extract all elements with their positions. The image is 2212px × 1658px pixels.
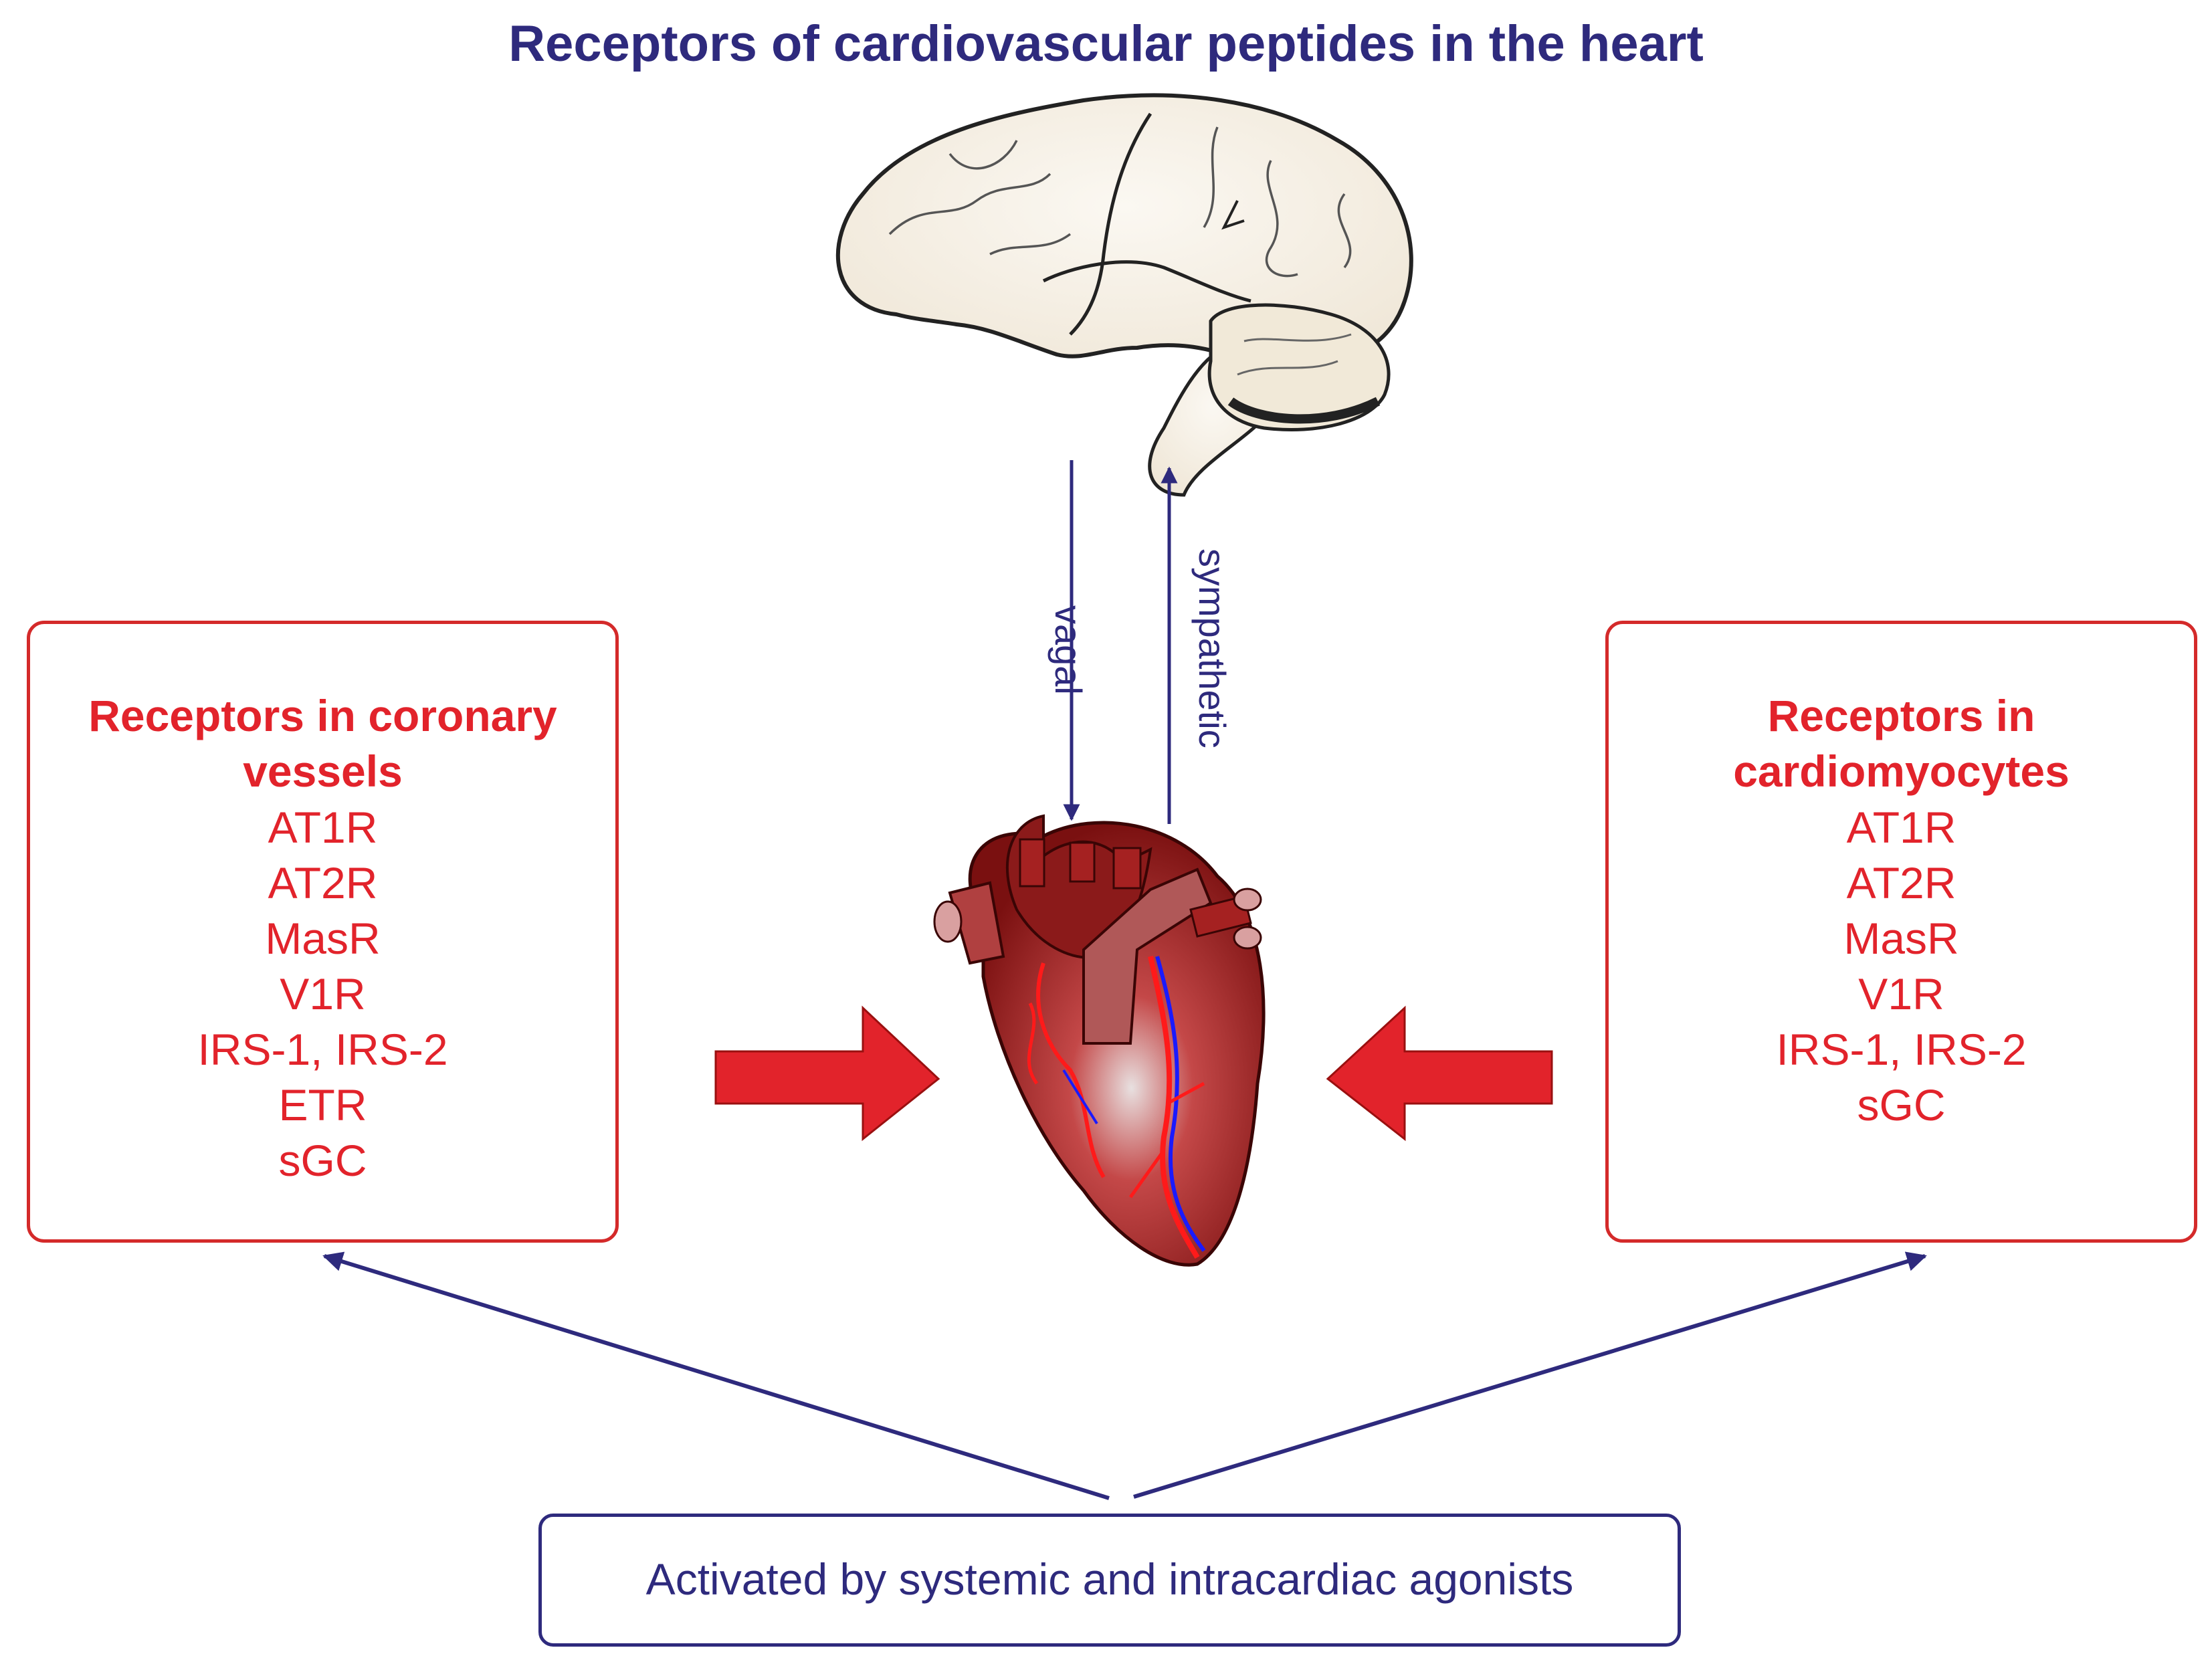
box-title-line1: Receptors in coronary	[88, 691, 557, 740]
diagram-title: Receptors of cardiovascular peptides in …	[508, 15, 1704, 72]
agonist-to-vessels-arrow	[322, 1251, 1110, 1500]
receptor-item: AT1R	[1846, 803, 1956, 852]
receptor-item: AT2R	[268, 858, 378, 908]
left-to-heart-arrow	[714, 1005, 940, 1142]
right-to-heart-arrow	[1326, 1005, 1553, 1142]
receptor-item: sGC	[278, 1136, 367, 1185]
box-title-line2: vessels	[243, 746, 403, 796]
vagal-label: vagal	[1047, 605, 1090, 695]
receptor-item: sGC	[1857, 1080, 1946, 1130]
receptor-item: AT2R	[1846, 858, 1956, 908]
heart-icon	[933, 814, 1266, 1267]
receptor-item: MasR	[265, 914, 381, 963]
cardiomyocytes-box: Receptors in cardiomyocytes AT1R AT2R Ma…	[1605, 621, 2197, 1243]
agonist-to-cardiomyocytes-arrow	[1133, 1251, 1927, 1499]
agonists-label: Activated by systemic and intracardiac a…	[645, 1554, 1574, 1604]
receptor-item: IRS-1, IRS-2	[197, 1025, 448, 1074]
brain-icon	[835, 93, 1413, 497]
receptor-item: AT1R	[268, 803, 378, 852]
agonists-box: Activated by systemic and intracardiac a…	[538, 1514, 1681, 1647]
receptor-item: V1R	[280, 969, 366, 1019]
receptor-item: ETR	[278, 1080, 367, 1130]
coronary-vessels-box: Receptors in coronary vessels AT1R AT2R …	[27, 621, 619, 1243]
receptor-item: MasR	[1843, 914, 1959, 963]
box-title-line2: cardiomyocytes	[1733, 746, 2070, 796]
receptor-item: IRS-1, IRS-2	[1776, 1025, 2027, 1074]
receptor-item: V1R	[1858, 969, 1944, 1019]
sympathetic-label: sympathetic	[1191, 548, 1233, 748]
box-title-line1: Receptors in	[1767, 691, 2035, 740]
